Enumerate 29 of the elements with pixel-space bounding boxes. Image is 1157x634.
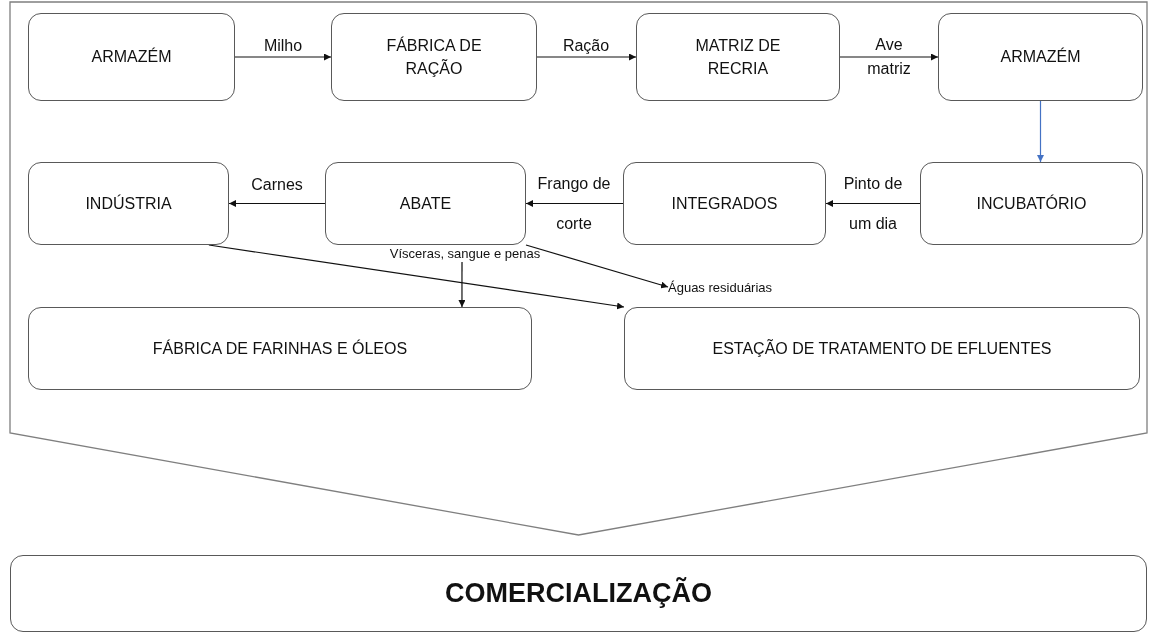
- arrow: [536, 53, 637, 61]
- flow-output-label: Águas residuárias: [668, 278, 818, 296]
- process-box: INCUBATÓRIO: [920, 162, 1143, 245]
- edge-label: Frango de corte: [536, 174, 612, 234]
- funnel-arrow-shape: [10, 2, 1147, 535]
- process-box: ESTAÇÃO DE TRATAMENTO DE EFLUENTES: [624, 307, 1140, 390]
- arrow: [234, 53, 332, 61]
- arrow: [839, 53, 939, 61]
- edge-label: Milho: [262, 36, 304, 56]
- arrow: [458, 261, 466, 308]
- process-box: FÁBRICA DE FARINHAS E ÓLEOS: [28, 307, 532, 390]
- edge-label: Pinto de um dia: [842, 174, 904, 234]
- edge-label: Ração: [561, 36, 611, 56]
- process-box: INDÚSTRIA: [28, 162, 229, 245]
- arrow: [825, 200, 921, 207]
- arrow: [1037, 100, 1044, 163]
- process-box: ARMAZÉM: [28, 13, 235, 101]
- edge-label: Carnes: [250, 175, 304, 195]
- arrow: [525, 200, 624, 207]
- arrow: [228, 200, 326, 207]
- process-box: FÁBRICA DE RAÇÃO: [331, 13, 537, 101]
- flow-output-label: Vísceras, sangue e penas: [350, 244, 580, 262]
- process-box: ARMAZÉM: [938, 13, 1143, 101]
- process-box: INTEGRADOS: [623, 162, 826, 245]
- process-box: ABATE: [325, 162, 526, 245]
- edge-label: Ave matriz: [866, 35, 912, 79]
- process-box: MATRIZ DE RECRIA: [636, 13, 840, 101]
- summary-box: COMERCIALIZAÇÃO: [10, 555, 1147, 632]
- arrow: [525, 244, 669, 289]
